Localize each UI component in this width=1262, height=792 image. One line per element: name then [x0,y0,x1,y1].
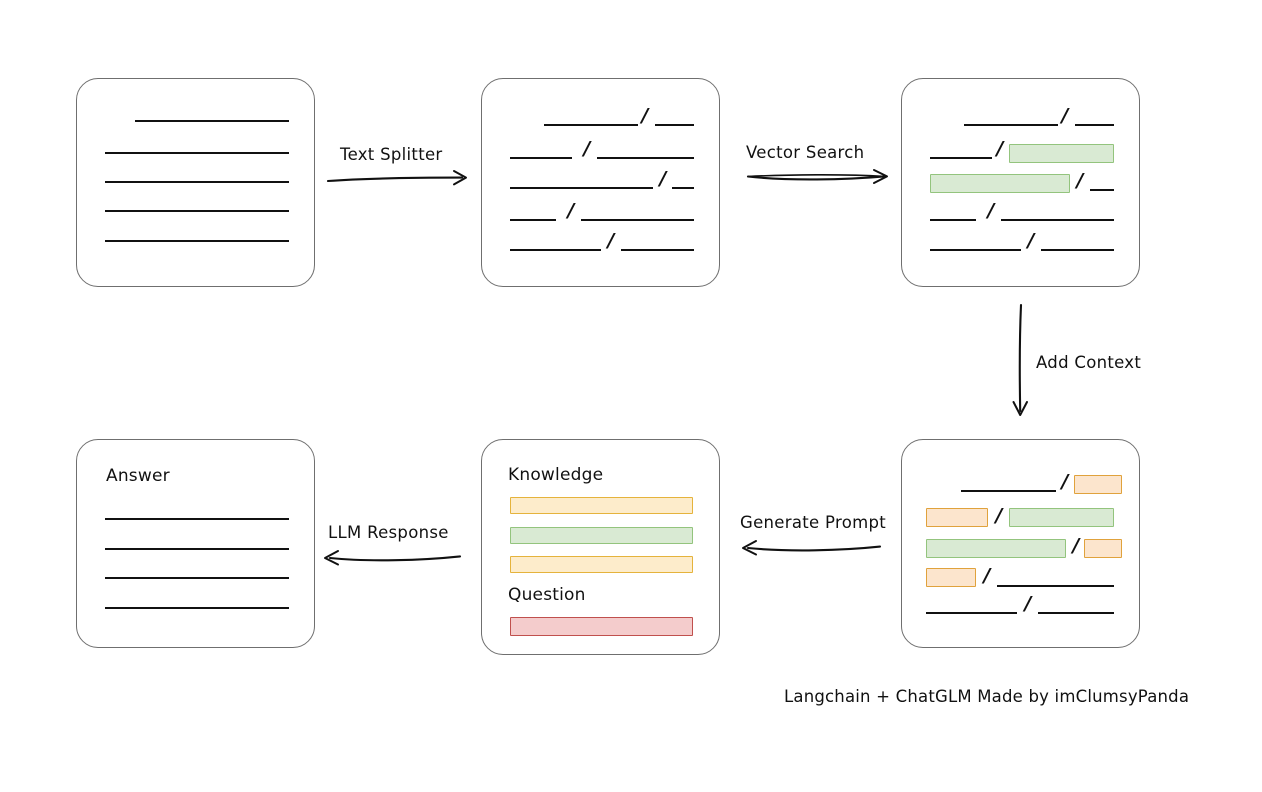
retrieved-chunk-highlight [1009,508,1114,527]
chunk-segment [1001,219,1114,221]
answer-label: Answer [106,466,170,486]
answer-line [105,577,289,579]
answer-line [105,548,289,550]
chunk-separator: / [1061,104,1069,127]
retrieved-chunk-highlight [930,174,1070,193]
chunk-separator: / [607,229,615,252]
chunk-segment [544,124,638,126]
llm-response-arrow: LLM Response [320,523,468,571]
chunk-segment [930,219,976,221]
chunk-separator: / [1061,470,1069,493]
chunk-separator: / [1072,534,1080,557]
chunk-segment [1075,124,1114,126]
knowledge-label: Knowledge [508,465,604,485]
text-splitter-arrow-glyph [326,170,467,186]
chunk-separator: / [987,199,995,222]
chunk-segment [961,490,1056,492]
knowledge-item [510,527,693,544]
llm-response-arrow-glyph [324,550,462,566]
vector-search-arrow-glyph [746,169,888,184]
chunk-separator: / [995,504,1003,527]
document-line [105,181,289,183]
vector-matched-chunks-box: / / / / / [901,78,1140,287]
chunk-separator: / [1076,169,1084,192]
chunk-segment [997,585,1114,587]
chunk-separator: / [583,137,591,160]
answer-line [105,607,289,609]
retrieved-chunk-highlight [926,539,1066,558]
chunk-segment [510,157,572,159]
knowledge-item [510,556,693,573]
vector-search-arrow: Vector Search [746,143,894,191]
knowledge-item [510,497,693,514]
chunk-segment [1041,249,1114,251]
generate-prompt-arrow: Generate Prompt [736,513,886,561]
chunk-segment [510,219,556,221]
chunk-separator: / [1024,592,1032,615]
split-chunks-box: / / / / / [481,78,720,287]
vector-search-label: Vector Search [746,143,865,162]
context-added-chunks-box: / / / / / [901,439,1140,648]
document-line [105,152,289,154]
add-context-arrow: Add Context [1000,303,1150,423]
context-chunk-highlight [1074,475,1122,494]
generate-prompt-arrow-glyph [742,540,882,556]
credit-text: Langchain + ChatGLM Made by imClumsyPand… [784,687,1190,706]
chunk-segment [655,124,694,126]
answer-box: Answer [76,439,315,648]
context-chunk-highlight [926,568,976,587]
add-context-label: Add Context [1036,353,1142,372]
question-item [510,617,693,636]
chunk-separator: / [1027,229,1035,252]
text-splitter-arrow: Text Splitter [326,145,474,193]
chunk-separator: / [641,104,649,127]
chunk-segment [930,157,992,159]
document-line [135,120,289,122]
retrieved-chunk-highlight [1009,144,1114,163]
answer-line [105,518,289,520]
generated-prompt-box: Knowledge Question [481,439,720,655]
context-chunk-highlight [1084,539,1122,558]
chunk-separator: / [983,564,991,587]
chunk-segment [930,249,1021,251]
chunk-separator: / [659,167,667,190]
chunk-segment [510,249,601,251]
question-label: Question [508,585,586,605]
generate-prompt-label: Generate Prompt [740,513,886,532]
source-document-box [76,78,315,287]
chunk-segment [597,157,694,159]
document-line [105,240,289,242]
chunk-segment [672,187,694,189]
text-splitter-label: Text Splitter [340,145,443,164]
chunk-segment [510,187,653,189]
chunk-separator: / [567,199,575,222]
context-chunk-highlight [926,508,988,527]
chunk-segment [964,124,1058,126]
document-line [105,210,289,212]
add-context-arrow-glyph [1012,303,1028,416]
chunk-segment [621,249,694,251]
chunk-segment [926,612,1017,614]
chunk-segment [1038,612,1114,614]
chunk-segment [581,219,694,221]
llm-response-label: LLM Response [328,523,449,542]
chunk-segment [1090,189,1114,191]
chunk-separator: / [996,137,1004,160]
